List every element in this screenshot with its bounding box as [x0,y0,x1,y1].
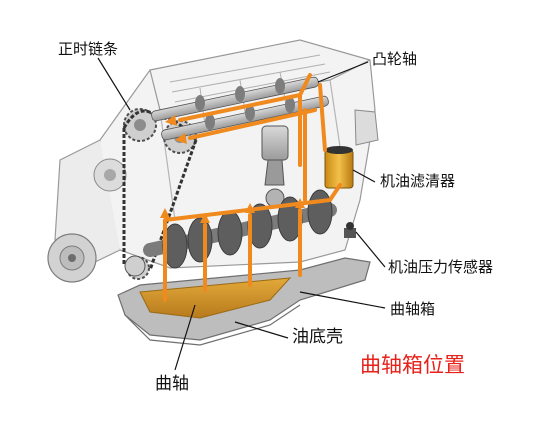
crankshaft-label: 曲轴 [155,374,189,394]
timing-chain-label: 正时链条 [58,40,119,58]
camshafts [151,76,329,141]
oil-pressure-sensor-part [344,222,356,238]
oil-pressure-sensor-label: 机油压力传感器 [388,258,494,276]
leader-lines [97,57,386,371]
diagram-caption: 曲轴箱位置 [360,353,465,377]
oil-pan-label: 油底壳 [292,327,343,347]
crankcase-label: 曲轴箱 [390,300,436,318]
oil-filter-label: 机油滤清器 [380,172,456,190]
front-pulley [47,158,127,283]
oil-flow-arrowheads [160,115,305,223]
piston-assembly [261,125,289,208]
oil-filter-body [324,109,379,189]
oil-pan-body [117,257,371,346]
camshaft-label: 凸轮轴 [372,50,418,68]
